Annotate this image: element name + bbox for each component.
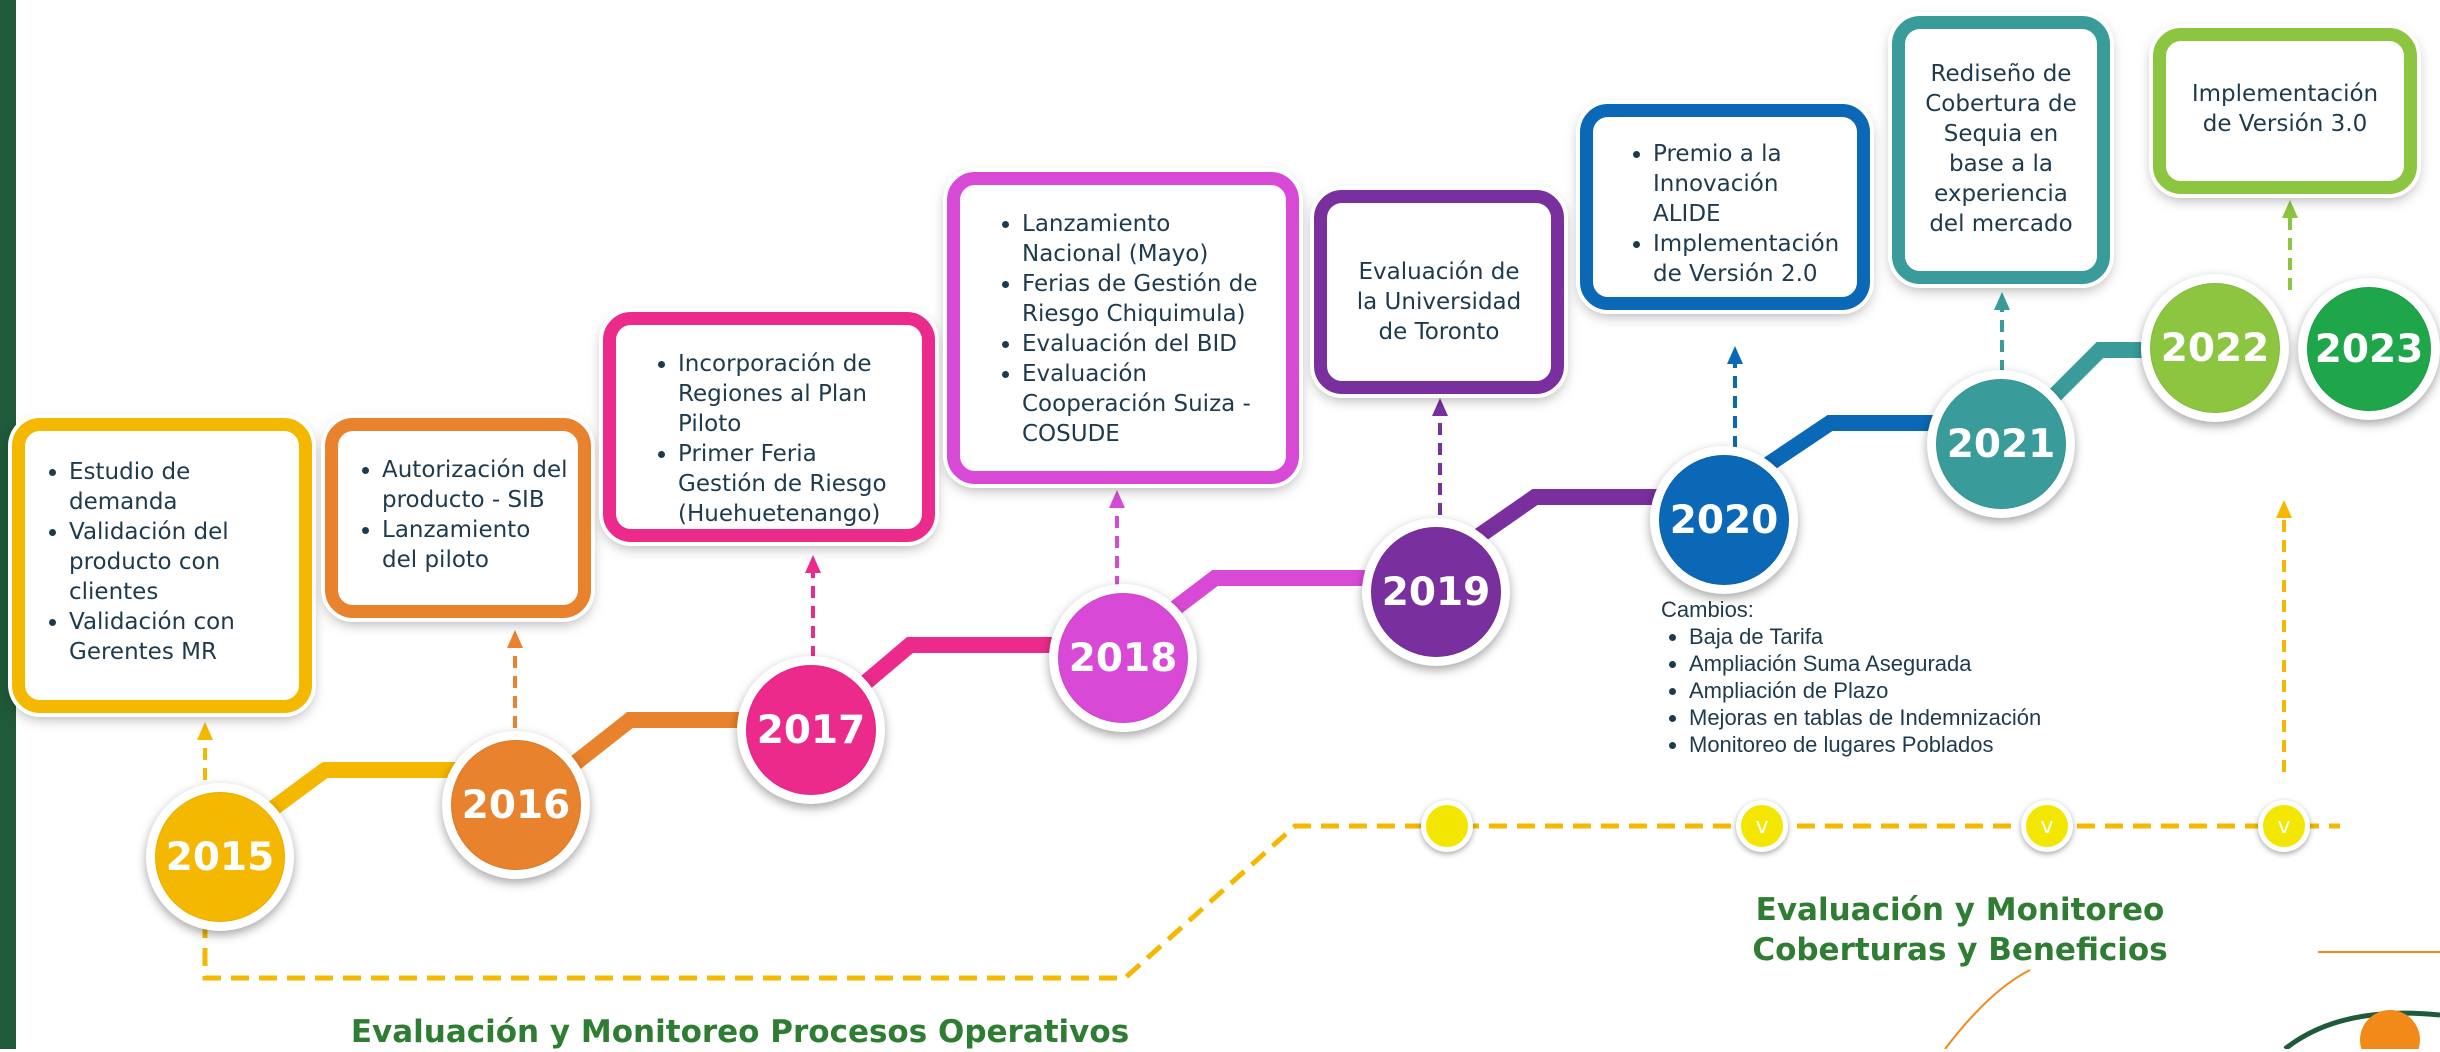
evaluation-dot-check: v — [2021, 800, 2073, 852]
coverage-label-line1: Evaluación y Monitoreo — [1755, 892, 2165, 928]
card-2018-item: Evaluación del BID — [1022, 329, 1276, 359]
changes-title: Cambios: — [1661, 597, 1754, 622]
card-2015: Estudio de demanda Validación del produc… — [12, 418, 312, 713]
card-2016-item: Autorización del producto - SIB — [382, 455, 568, 515]
changes-item: Ampliación de Plazo — [1689, 677, 2041, 704]
card-2018-item: Evaluación Cooperación Suiza - COSUDE — [1022, 359, 1276, 449]
evaluation-dashed-line — [202, 823, 2340, 981]
card-2021: Rediseño de Cobertura de Sequia en base … — [1892, 16, 2110, 284]
changes-item: Monitoreo de lugares Poblados — [1689, 731, 2041, 758]
year-circle-2017: 2017 — [737, 656, 885, 804]
card-2022: Implementación de Versión 3.0 — [2153, 28, 2417, 194]
card-2018: Lanzamiento Nacional (Mayo) Ferias de Ge… — [947, 172, 1299, 484]
card-2015-item: Validación del producto con clientes — [69, 517, 289, 607]
year-circle-2019: 2019 — [1362, 518, 1510, 666]
changes-list: Cambios: Baja de Tarifa Ampliación Suma … — [1661, 596, 2041, 758]
segment-2016-2017 — [555, 712, 760, 782]
card-2017-item: Incorporación de Regiones al Plan Piloto — [678, 349, 912, 439]
evaluation-dot-check: v — [2258, 800, 2310, 852]
changes-item: Baja de Tarifa — [1689, 623, 2041, 650]
operational-evaluation-label: Evaluación y Monitoreo Procesos Operativ… — [350, 1014, 1130, 1050]
card-2020: Premio a la Innovación ALIDE Implementac… — [1580, 104, 1870, 310]
segment-2020-2021 — [1740, 415, 1940, 487]
decor-swoosh — [2283, 1010, 2440, 1049]
decor-stroke-1 — [1944, 969, 2031, 1049]
card-2019: Evaluación de la Universidad de Toronto — [1314, 190, 1564, 394]
changes-item: Ampliación Suma Asegurada — [1689, 650, 2041, 677]
year-circle-2020: 2020 — [1650, 446, 1798, 594]
left-accent-bar — [0, 0, 16, 1049]
year-circle-2021: 2021 — [1927, 370, 2075, 518]
card-2022-text: Implementación de Versión 3.0 — [2191, 81, 2379, 137]
year-circle-2018: 2018 — [1049, 584, 1197, 732]
year-circle-2015: 2015 — [146, 783, 294, 931]
coverage-evaluation-label: Evaluación y Monitoreo Coberturas y Bene… — [1720, 890, 2200, 970]
card-2021-text: Rediseño de Cobertura de Sequia en base … — [1925, 61, 2077, 237]
evaluation-dot-check: v — [1736, 800, 1788, 852]
card-2019-text: Evaluación de la Universidad de Toronto — [1356, 259, 1522, 345]
coverage-label-line2: Coberturas y Beneficios — [1752, 932, 2168, 968]
card-2020-item: Implementación de Versión 2.0 — [1653, 229, 1847, 289]
card-2018-item: Ferias de Gestión de Riesgo Chiquimula) — [1022, 269, 1276, 329]
year-circle-2023: 2023 — [2298, 278, 2440, 420]
segment-2017-2018 — [839, 637, 1070, 707]
evaluation-dot — [1421, 800, 1473, 852]
card-2020-item: Premio a la Innovación ALIDE — [1653, 139, 1847, 229]
year-circle-2022: 2022 — [2141, 274, 2289, 422]
card-2016-item: Lanzamiento del piloto — [382, 515, 568, 575]
card-2016: Autorización del producto - SIB Lanzamie… — [325, 418, 591, 618]
card-2015-item: Validación con Gerentes MR — [69, 607, 289, 667]
card-2017: Incorporación de Regiones al Plan Piloto… — [603, 312, 935, 542]
card-2018-item: Lanzamiento Nacional (Mayo) — [1022, 209, 1276, 269]
card-2017-item: Primer Feria Gestión de Riesgo (Huehuete… — [678, 439, 912, 529]
year-circle-2016: 2016 — [442, 731, 590, 879]
changes-item: Mejoras en tablas de Indemnización — [1689, 704, 2041, 731]
card-2015-item: Estudio de demanda — [69, 457, 289, 517]
segment-2021-2022 — [2029, 342, 2155, 421]
decor-sun — [2360, 1010, 2420, 1049]
